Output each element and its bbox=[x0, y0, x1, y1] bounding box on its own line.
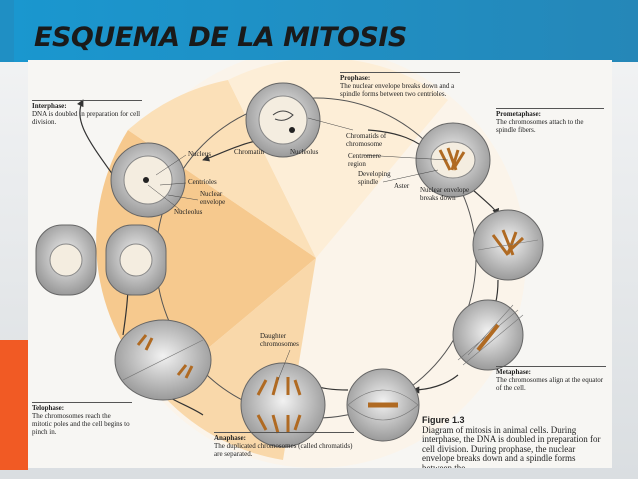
metaphase-cell bbox=[452, 299, 524, 371]
slide-title: ESQUEMA DE LA MITOSIS bbox=[34, 22, 407, 53]
metaphase-early-cell bbox=[472, 209, 544, 281]
label-nucleus: Nucleus bbox=[188, 150, 211, 158]
label-nuclear-envelope: Nuclear envelope bbox=[200, 190, 226, 206]
label-aster: Aster bbox=[394, 182, 410, 190]
interphase-box: Interphase: DNA is doubled in preparatio… bbox=[32, 100, 142, 126]
label-centrioles: Centrioles bbox=[188, 178, 217, 186]
header-bar bbox=[14, 0, 638, 62]
daughter-cells bbox=[35, 224, 167, 296]
label-chromatin: Chromatin bbox=[234, 148, 264, 156]
label-envelope-breaks: Nuclear envelope breaks down bbox=[420, 186, 470, 202]
interphase-cell bbox=[110, 142, 186, 218]
prophase-cell bbox=[245, 82, 321, 158]
figure-caption: Figure 1.3 Diagram of mitosis in animal … bbox=[422, 415, 601, 468]
accent-bar-left bbox=[0, 0, 14, 62]
prometaphase-box: Prometaphase: The chromosomes attach to … bbox=[496, 108, 604, 134]
anaphase-early-cell bbox=[346, 368, 420, 442]
anaphase-box: Anaphase: The duplicated chromosomes (ca… bbox=[214, 432, 354, 458]
leader-lines bbox=[147, 117, 449, 381]
prophase-box: Prophase: The nuclear envelope breaks do… bbox=[340, 72, 460, 98]
label-developing-spindle: Developing spindle bbox=[358, 170, 391, 186]
telophase-box: Telophase: The chromosomes reach the mit… bbox=[32, 402, 132, 436]
anaphase-cell bbox=[240, 362, 326, 448]
mitosis-cycle-diagram bbox=[35, 60, 544, 468]
label-nucleolus: Nucleolus bbox=[174, 208, 203, 216]
metaphase-box: Metaphase: The chromosomes align at the … bbox=[496, 366, 606, 392]
label-centromere: Centromere region bbox=[348, 152, 382, 168]
label-daughter-chromosomes: Daughter chromosomes bbox=[260, 332, 299, 348]
label-nucleolus-prophase: Nucleolus bbox=[290, 148, 319, 156]
telophase-cell bbox=[114, 319, 212, 401]
prometaphase-cell bbox=[415, 122, 491, 198]
mitosis-figure: Interphase: DNA is doubled in preparatio… bbox=[28, 60, 612, 468]
accent-bar-orange bbox=[0, 340, 28, 470]
label-chromatids: Chromatids of chromosome bbox=[346, 132, 387, 148]
